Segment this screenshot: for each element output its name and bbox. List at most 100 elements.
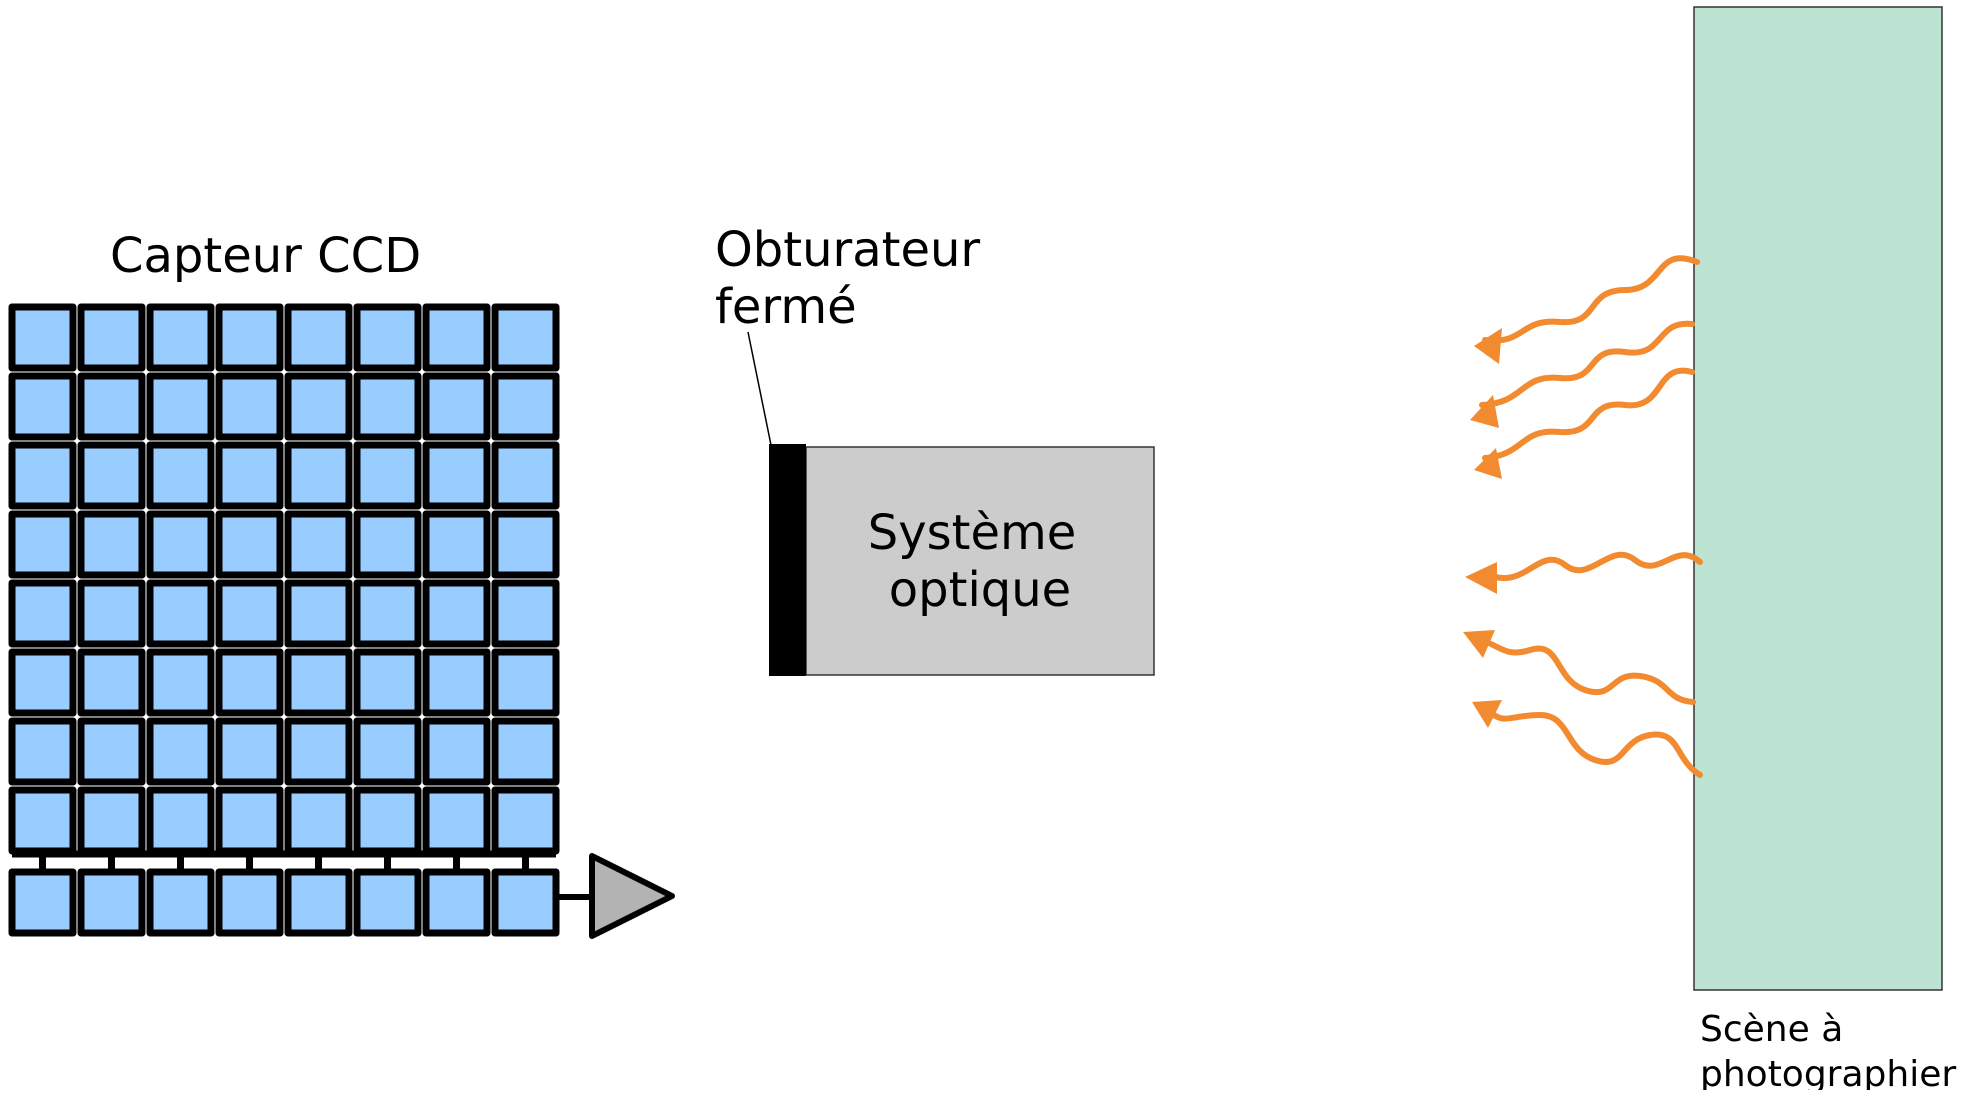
ccd-pixel: [284, 717, 353, 786]
ccd-pixel: [8, 648, 77, 717]
light-ray-1-arrowhead: [1474, 328, 1502, 364]
ccd-pixel: [146, 579, 215, 648]
ccd-pixel: [146, 441, 215, 510]
ccd-pixel: [284, 648, 353, 717]
ccd-pixel: [353, 303, 422, 372]
ccd-pixel: [284, 372, 353, 441]
ccd-pixel: [8, 717, 77, 786]
ccd-pixel: [77, 648, 146, 717]
ccd-pixel: [146, 372, 215, 441]
ccd-pixel: [422, 648, 491, 717]
ccd-pixel: [353, 648, 422, 717]
shutter-leader-line: [747, 331, 772, 446]
register-cell: [8, 868, 77, 937]
ccd-pixel: [77, 510, 146, 579]
ccd-pixel: [422, 372, 491, 441]
ccd-pixel: [215, 372, 284, 441]
ccd-pixel: [353, 372, 422, 441]
ccd-pixel-grid: [8, 303, 560, 855]
ccd-pixel: [353, 786, 422, 855]
ccd-pixel: [422, 579, 491, 648]
ccd-pixel: [491, 717, 560, 786]
register-cell: [422, 868, 491, 937]
ccd-pixel: [284, 303, 353, 372]
ccd-pixel: [353, 717, 422, 786]
light-rays: [1463, 255, 1703, 778]
ccd-pixel: [491, 372, 560, 441]
register-cell: [215, 868, 284, 937]
ccd-pixel: [353, 441, 422, 510]
optics-label-line1: Système: [868, 505, 1077, 561]
ccd-pixel: [491, 648, 560, 717]
light-ray-5-arrowhead: [1463, 630, 1495, 658]
light-ray-6-arrowhead: [1472, 700, 1502, 728]
ccd-pixel: [146, 786, 215, 855]
optical-system-box: [805, 446, 1155, 676]
register-cell: [284, 868, 353, 937]
light-ray-3: [1482, 367, 1695, 461]
ccd-pixel: [8, 372, 77, 441]
ccd-pixel: [77, 372, 146, 441]
ccd-pixel: [8, 303, 77, 372]
ccd-pixel: [491, 441, 560, 510]
scene-label-line1: Scène à: [1700, 1009, 1843, 1050]
ccd-pixel: [491, 510, 560, 579]
scene-label-line2: photographier: [1700, 1054, 1956, 1090]
register-cell: [77, 868, 146, 937]
ccd-pixel: [8, 510, 77, 579]
ccd-pixel: [422, 786, 491, 855]
ccd-pixel: [8, 786, 77, 855]
light-ray-3-arrowhead: [1474, 448, 1502, 479]
ccd-pixel: [215, 717, 284, 786]
register-cell: [146, 868, 215, 937]
light-ray-1: [1482, 255, 1700, 344]
ccd-pixel: [353, 510, 422, 579]
ccd-pixel: [284, 441, 353, 510]
register-cell: [491, 868, 560, 937]
amplifier-icon: [589, 853, 675, 939]
ccd-pixel: [422, 510, 491, 579]
ccd-pixel: [284, 579, 353, 648]
ccd-pixel: [284, 510, 353, 579]
ccd-pixel: [215, 510, 284, 579]
light-ray-6: [1487, 709, 1703, 778]
light-ray-2: [1479, 320, 1695, 408]
shutter-label-line2: fermé: [715, 279, 857, 335]
ccd-pixel: [146, 510, 215, 579]
ccd-pixel: [491, 786, 560, 855]
ccd-pixel: [491, 579, 560, 648]
ccd-pixel: [284, 786, 353, 855]
light-ray-2-arrowhead: [1470, 395, 1499, 428]
ccd-pixel: [215, 579, 284, 648]
light-ray-5: [1477, 637, 1696, 705]
ccd-pixel: [77, 441, 146, 510]
ccd-pixel: [146, 303, 215, 372]
ccd-pixel: [422, 717, 491, 786]
ccd-pixel: [215, 303, 284, 372]
ccd-pixel: [215, 648, 284, 717]
ccd-pixel: [215, 786, 284, 855]
light-ray-4: [1487, 551, 1703, 581]
ccd-pixel: [422, 303, 491, 372]
light-ray-4-arrowhead: [1465, 562, 1497, 594]
ccd-pixel: [8, 441, 77, 510]
sensor-title: Capteur CCD: [110, 228, 421, 284]
ccd-pixel: [422, 441, 491, 510]
ccd-pixel: [146, 648, 215, 717]
shutter-bar: [769, 444, 806, 676]
ccd-pixel: [77, 303, 146, 372]
ccd-pixel: [353, 579, 422, 648]
ccd-pixel: [77, 579, 146, 648]
ccd-pixel: [77, 717, 146, 786]
optics-label-line2: optique: [889, 562, 1071, 618]
ccd-readout-register: [8, 850, 560, 937]
ccd-pixel: [215, 441, 284, 510]
scene-panel: [1693, 6, 1943, 991]
ccd-pixel: [491, 303, 560, 372]
ccd-pixel: [8, 579, 77, 648]
register-cell: [353, 868, 422, 937]
ccd-pixel: [77, 786, 146, 855]
shutter-label-line1: Obturateur: [715, 222, 980, 278]
